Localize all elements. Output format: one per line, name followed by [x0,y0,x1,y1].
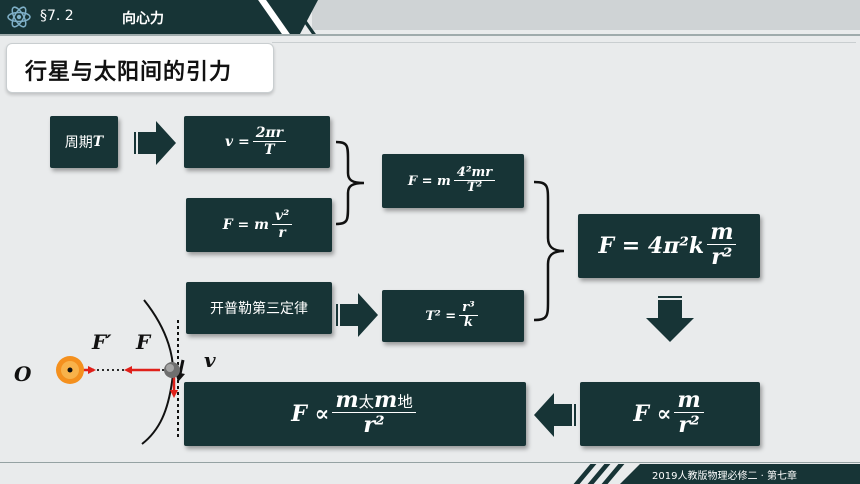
header-band [312,0,860,30]
fraction: m太m地 r² [332,387,416,439]
header-dark-block [0,0,318,34]
fraction-denominator: r² [678,412,700,439]
fraction-numerator: m [707,221,737,246]
fraction-denominator: T² [466,179,483,195]
fraction-numerator: 2πr [252,126,287,142]
fraction-numerator: v² [271,209,293,225]
sun-label: O [14,362,32,386]
title-box: 行星与太阳间的引力 [6,43,274,93]
right-brace [533,180,565,322]
footer-bar: 2019人教版物理必修二 · 第七章 [0,458,860,484]
down-arrow-icon [646,296,694,342]
period-variable: T [92,134,104,150]
mass-symbol: m [374,387,398,414]
fraction-denominator: r² [363,412,385,439]
formula-lhs: F ∝ [291,401,330,427]
footer-dark-block [620,464,860,484]
footer-line [0,462,860,463]
fraction-numerator: 4²mr [453,166,496,181]
mass-symbol: m [335,387,359,414]
mass-subscript-sun: 太 [358,393,375,412]
fraction-numerator: m太m地 [332,387,416,414]
fraction-denominator: k [463,314,473,330]
formula-lhs: T² = [425,308,457,324]
formula-lhs: v = [224,134,250,150]
orbit-diagram [56,299,185,445]
velocity-label: v [204,348,216,372]
right-arrow-icon [336,293,378,337]
formula-lhs: F ∝ [633,401,672,427]
force-label: F [136,330,151,354]
formula-lhs: F = m [407,173,451,189]
fraction-numerator: m [674,389,704,414]
fraction-denominator: r [278,224,286,241]
atom-icon [7,6,31,28]
top-bar: §7. 2 向心力 [0,0,860,36]
mass-subscript-earth: 地 [397,393,413,412]
footer-text: 2019人教版物理必修二 · 第七章 [652,471,797,482]
right-arrow-icon [134,121,176,165]
fraction-numerator: r³ [459,301,478,316]
box-kepler-law: 开普勒第三定律 [186,282,332,334]
period-label: 周期 [64,135,93,151]
kepler-label: 开普勒第三定律 [210,301,308,317]
left-arrow-icon [534,393,576,437]
header-line [0,34,860,36]
right-brace [335,140,365,226]
fraction-denominator: T [264,141,275,158]
force-prime-label: F′ [92,330,112,354]
section-number: §7. 2 [40,8,74,24]
page-title: 行星与太阳间的引力 [25,60,233,85]
section-topic: 向心力 [122,11,164,27]
fraction-denominator: r² [711,244,733,271]
formula-lhs: F = 4π²k [598,233,705,259]
title-rule [272,42,856,43]
box-gravitation-formula: F ∝ m太m地 r² [184,382,526,446]
formula-lhs: F = m [222,217,269,233]
